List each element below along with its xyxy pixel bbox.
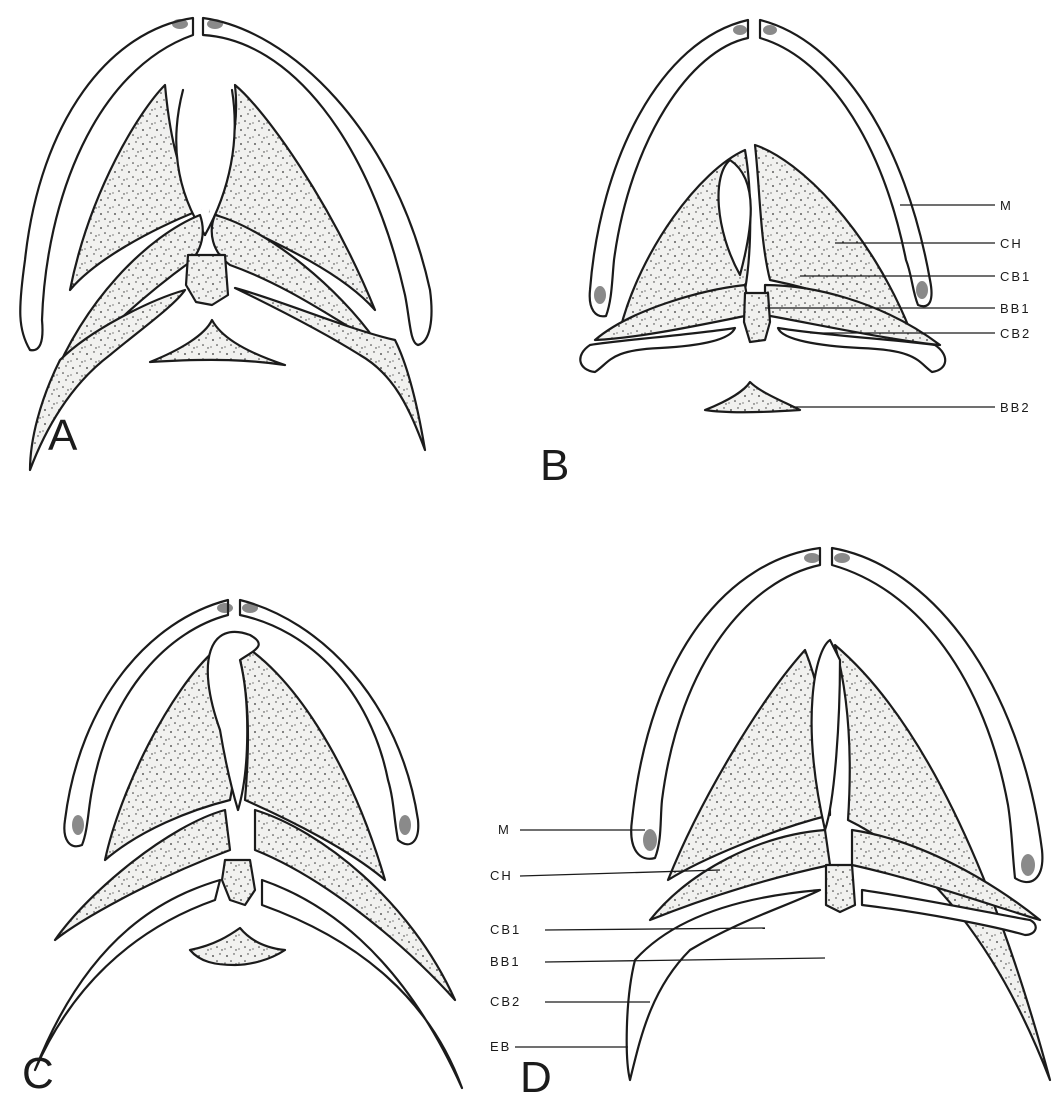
panel-a-basibranchial2: [150, 320, 285, 365]
panel-d-label-eb: EB: [490, 1039, 511, 1054]
panel-d-basibranchial1: [826, 865, 855, 912]
panel-b-basibranchial2: [705, 382, 800, 412]
panel-c-basibranchial2: [190, 928, 285, 965]
panel-c-ceratobranchial2-left: [35, 880, 220, 1070]
panel-d: M CH CB1 BB1 CB2 EB D: [490, 548, 1050, 1097]
panel-a-letter: A: [48, 411, 78, 460]
panel-b-label-bb2: BB2: [1000, 400, 1031, 415]
panel-b-letter: B: [540, 441, 569, 490]
panel-c: C: [22, 600, 462, 1097]
panel-d-label-m: M: [498, 822, 511, 837]
panel-d-label-cb2: CB2: [490, 994, 521, 1009]
panel-d-letter: D: [520, 1053, 552, 1097]
panel-d-label-cb1: CB1: [490, 922, 521, 937]
panel-b-basibranchial1: [744, 293, 770, 342]
panel-b: M CH CB1 BB1 CB2 BB2 B: [540, 20, 1031, 490]
panel-c-letter: C: [22, 1049, 54, 1097]
panel-b-label-cb2: CB2: [1000, 326, 1031, 341]
panel-d-label-bb1: BB1: [490, 954, 521, 969]
panel-b-label-m: M: [1000, 198, 1013, 213]
panel-a: A: [20, 18, 431, 470]
panel-c-basibranchial1: [222, 860, 255, 905]
panel-b-label-bb1: BB1: [1000, 301, 1031, 316]
panel-b-label-cb1: CB1: [1000, 269, 1031, 284]
panel-b-label-ch: CH: [1000, 236, 1023, 251]
panel-a-basibranchial1: [186, 255, 228, 305]
panel-d-label-ch: CH: [490, 868, 513, 883]
